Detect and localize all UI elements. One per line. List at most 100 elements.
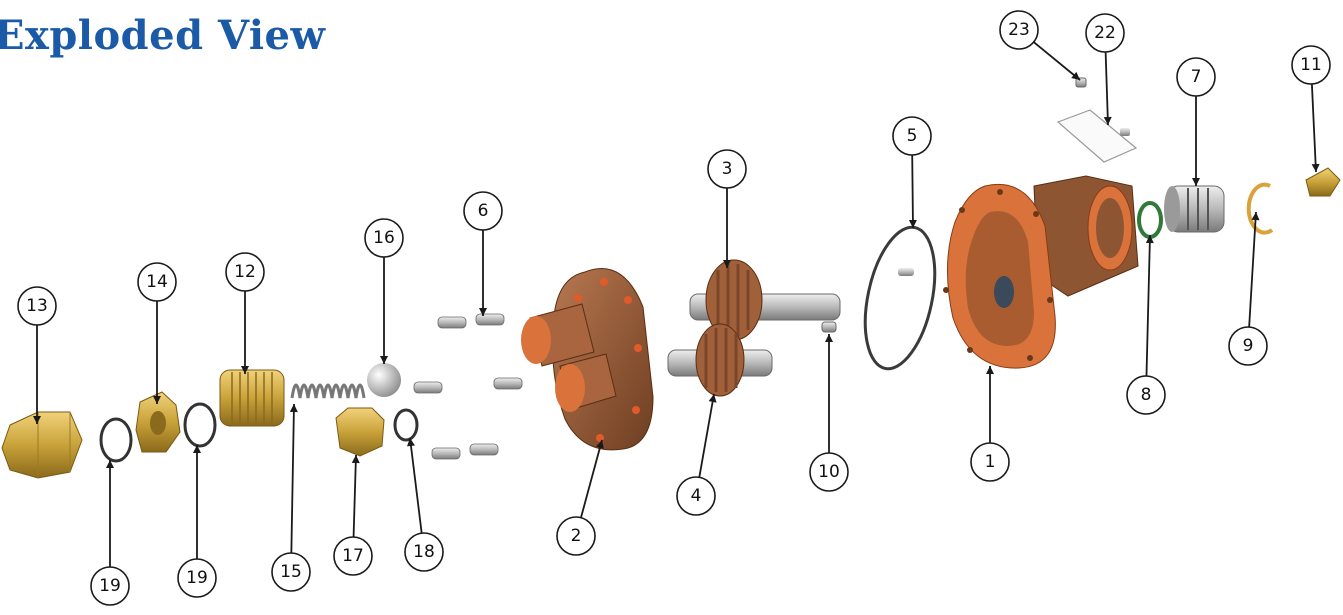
part-9-snap-ring bbox=[1246, 182, 1274, 235]
leader-line-8 bbox=[1145, 234, 1151, 377]
callout-label-19: 19 bbox=[186, 568, 208, 588]
callout-label-8: 8 bbox=[1141, 385, 1152, 405]
part-16-ball bbox=[367, 363, 401, 397]
callout-label-5: 5 bbox=[907, 126, 918, 146]
callout-label-1: 1 bbox=[985, 452, 996, 472]
part-13-hex-cap bbox=[1, 411, 83, 479]
leader-arrow-5 bbox=[908, 219, 917, 228]
callout-label-22: 22 bbox=[1094, 23, 1116, 43]
leader-arrow-14 bbox=[153, 396, 161, 404]
callout-circle-17 bbox=[333, 536, 373, 576]
callout-circle-19 bbox=[90, 566, 130, 606]
part-18-washer bbox=[393, 408, 419, 442]
callout-circle-19 bbox=[177, 558, 217, 598]
part-4-driven-gear bbox=[667, 323, 773, 397]
callout-label-23: 23 bbox=[1008, 20, 1030, 40]
leader-arrow-12 bbox=[241, 366, 249, 374]
leader-line-22 bbox=[1104, 51, 1109, 126]
callout-circle-8 bbox=[1126, 375, 1166, 415]
callout-circle-7 bbox=[1176, 57, 1216, 97]
page-title: Exploded View bbox=[0, 12, 326, 59]
leader-arrow-19 bbox=[193, 445, 201, 453]
callout-circle-22 bbox=[1085, 13, 1125, 53]
part-2-cover-plate bbox=[521, 268, 654, 451]
callout-circle-5 bbox=[892, 116, 932, 156]
part-22-cover-plate bbox=[1056, 109, 1138, 163]
leader-arrow-18 bbox=[407, 438, 415, 447]
callout-circle-23 bbox=[999, 10, 1039, 50]
callout-circle-18 bbox=[404, 532, 444, 572]
leader-line-2 bbox=[580, 439, 603, 518]
callout-circle-13 bbox=[17, 286, 57, 326]
callout-circle-11 bbox=[1291, 45, 1331, 85]
callout-label-2: 2 bbox=[571, 526, 582, 546]
callout-label-16: 16 bbox=[373, 228, 395, 248]
callout-label-9: 9 bbox=[1243, 336, 1254, 356]
leader-arrow-16 bbox=[380, 356, 388, 364]
callout-label-13: 13 bbox=[26, 296, 48, 316]
leader-line-4 bbox=[698, 393, 715, 478]
callout-circle-12 bbox=[225, 252, 265, 292]
part-12-threaded-adjuster bbox=[219, 369, 285, 427]
part-6-bolts bbox=[413, 313, 523, 460]
callout-circle-6 bbox=[463, 191, 503, 231]
part-1-pump-housing bbox=[943, 175, 1139, 369]
part-22-screw bbox=[1120, 128, 1130, 136]
callout-label-7: 7 bbox=[1191, 67, 1202, 87]
leader-arrow-7 bbox=[1192, 178, 1200, 186]
leader-line-18 bbox=[409, 437, 423, 534]
leader-arrow-6 bbox=[479, 308, 487, 316]
leader-arrow-1 bbox=[986, 366, 994, 374]
leader-arrow-15 bbox=[289, 404, 298, 413]
leader-arrow-19 bbox=[106, 460, 114, 468]
callout-label-14: 14 bbox=[146, 272, 168, 292]
leader-arrow-23 bbox=[1071, 71, 1080, 80]
part-5-gasket bbox=[863, 225, 937, 371]
callout-label-17: 17 bbox=[342, 546, 364, 566]
part-19-washer-a bbox=[99, 417, 133, 463]
part-7-shaft-seal bbox=[1164, 185, 1225, 233]
callout-label-19: 19 bbox=[99, 576, 121, 596]
part-10-pin bbox=[821, 321, 837, 333]
callout-circle-3 bbox=[707, 149, 747, 189]
callout-label-11: 11 bbox=[1300, 55, 1322, 75]
leader-arrow-10 bbox=[825, 334, 833, 342]
callout-circle-14 bbox=[137, 262, 177, 302]
callout-circle-4 bbox=[676, 476, 716, 516]
leader-arrow-11 bbox=[1311, 163, 1320, 172]
leader-arrow-17 bbox=[351, 455, 360, 464]
part-5-pin bbox=[898, 268, 914, 276]
part-19-washer-b bbox=[183, 402, 217, 448]
callout-label-3: 3 bbox=[722, 159, 733, 179]
callout-circle-9 bbox=[1228, 326, 1268, 366]
leader-line-5 bbox=[911, 154, 914, 229]
leader-line-23 bbox=[1033, 41, 1081, 81]
callout-circle-2 bbox=[556, 516, 596, 556]
part-15-spring bbox=[290, 383, 366, 399]
callout-label-18: 18 bbox=[413, 542, 435, 562]
leader-line-15 bbox=[290, 403, 295, 554]
callout-label-6: 6 bbox=[478, 201, 489, 221]
leader-arrow-3 bbox=[723, 260, 731, 268]
callout-label-10: 10 bbox=[818, 462, 840, 482]
part-8-o-ring bbox=[1137, 201, 1163, 239]
callout-label-12: 12 bbox=[234, 262, 256, 282]
leader-line-17 bbox=[352, 454, 357, 538]
part-17-plug bbox=[335, 407, 385, 457]
part-23-screw bbox=[1075, 77, 1087, 88]
leader-arrow-8 bbox=[1145, 235, 1154, 244]
callout-circle-15 bbox=[271, 552, 311, 592]
callout-circle-16 bbox=[364, 218, 404, 258]
callout-circle-1 bbox=[970, 442, 1010, 482]
leader-arrow-4 bbox=[708, 394, 717, 403]
part-14-hex-nut bbox=[135, 391, 181, 453]
part-11-key bbox=[1305, 167, 1341, 197]
part-3-drive-gear bbox=[689, 259, 841, 341]
callout-circle-10 bbox=[809, 452, 849, 492]
leader-line-11 bbox=[1310, 83, 1317, 173]
leader-arrow-2 bbox=[596, 440, 604, 449]
leader-arrow-9 bbox=[1251, 212, 1260, 221]
callout-label-15: 15 bbox=[280, 562, 302, 582]
